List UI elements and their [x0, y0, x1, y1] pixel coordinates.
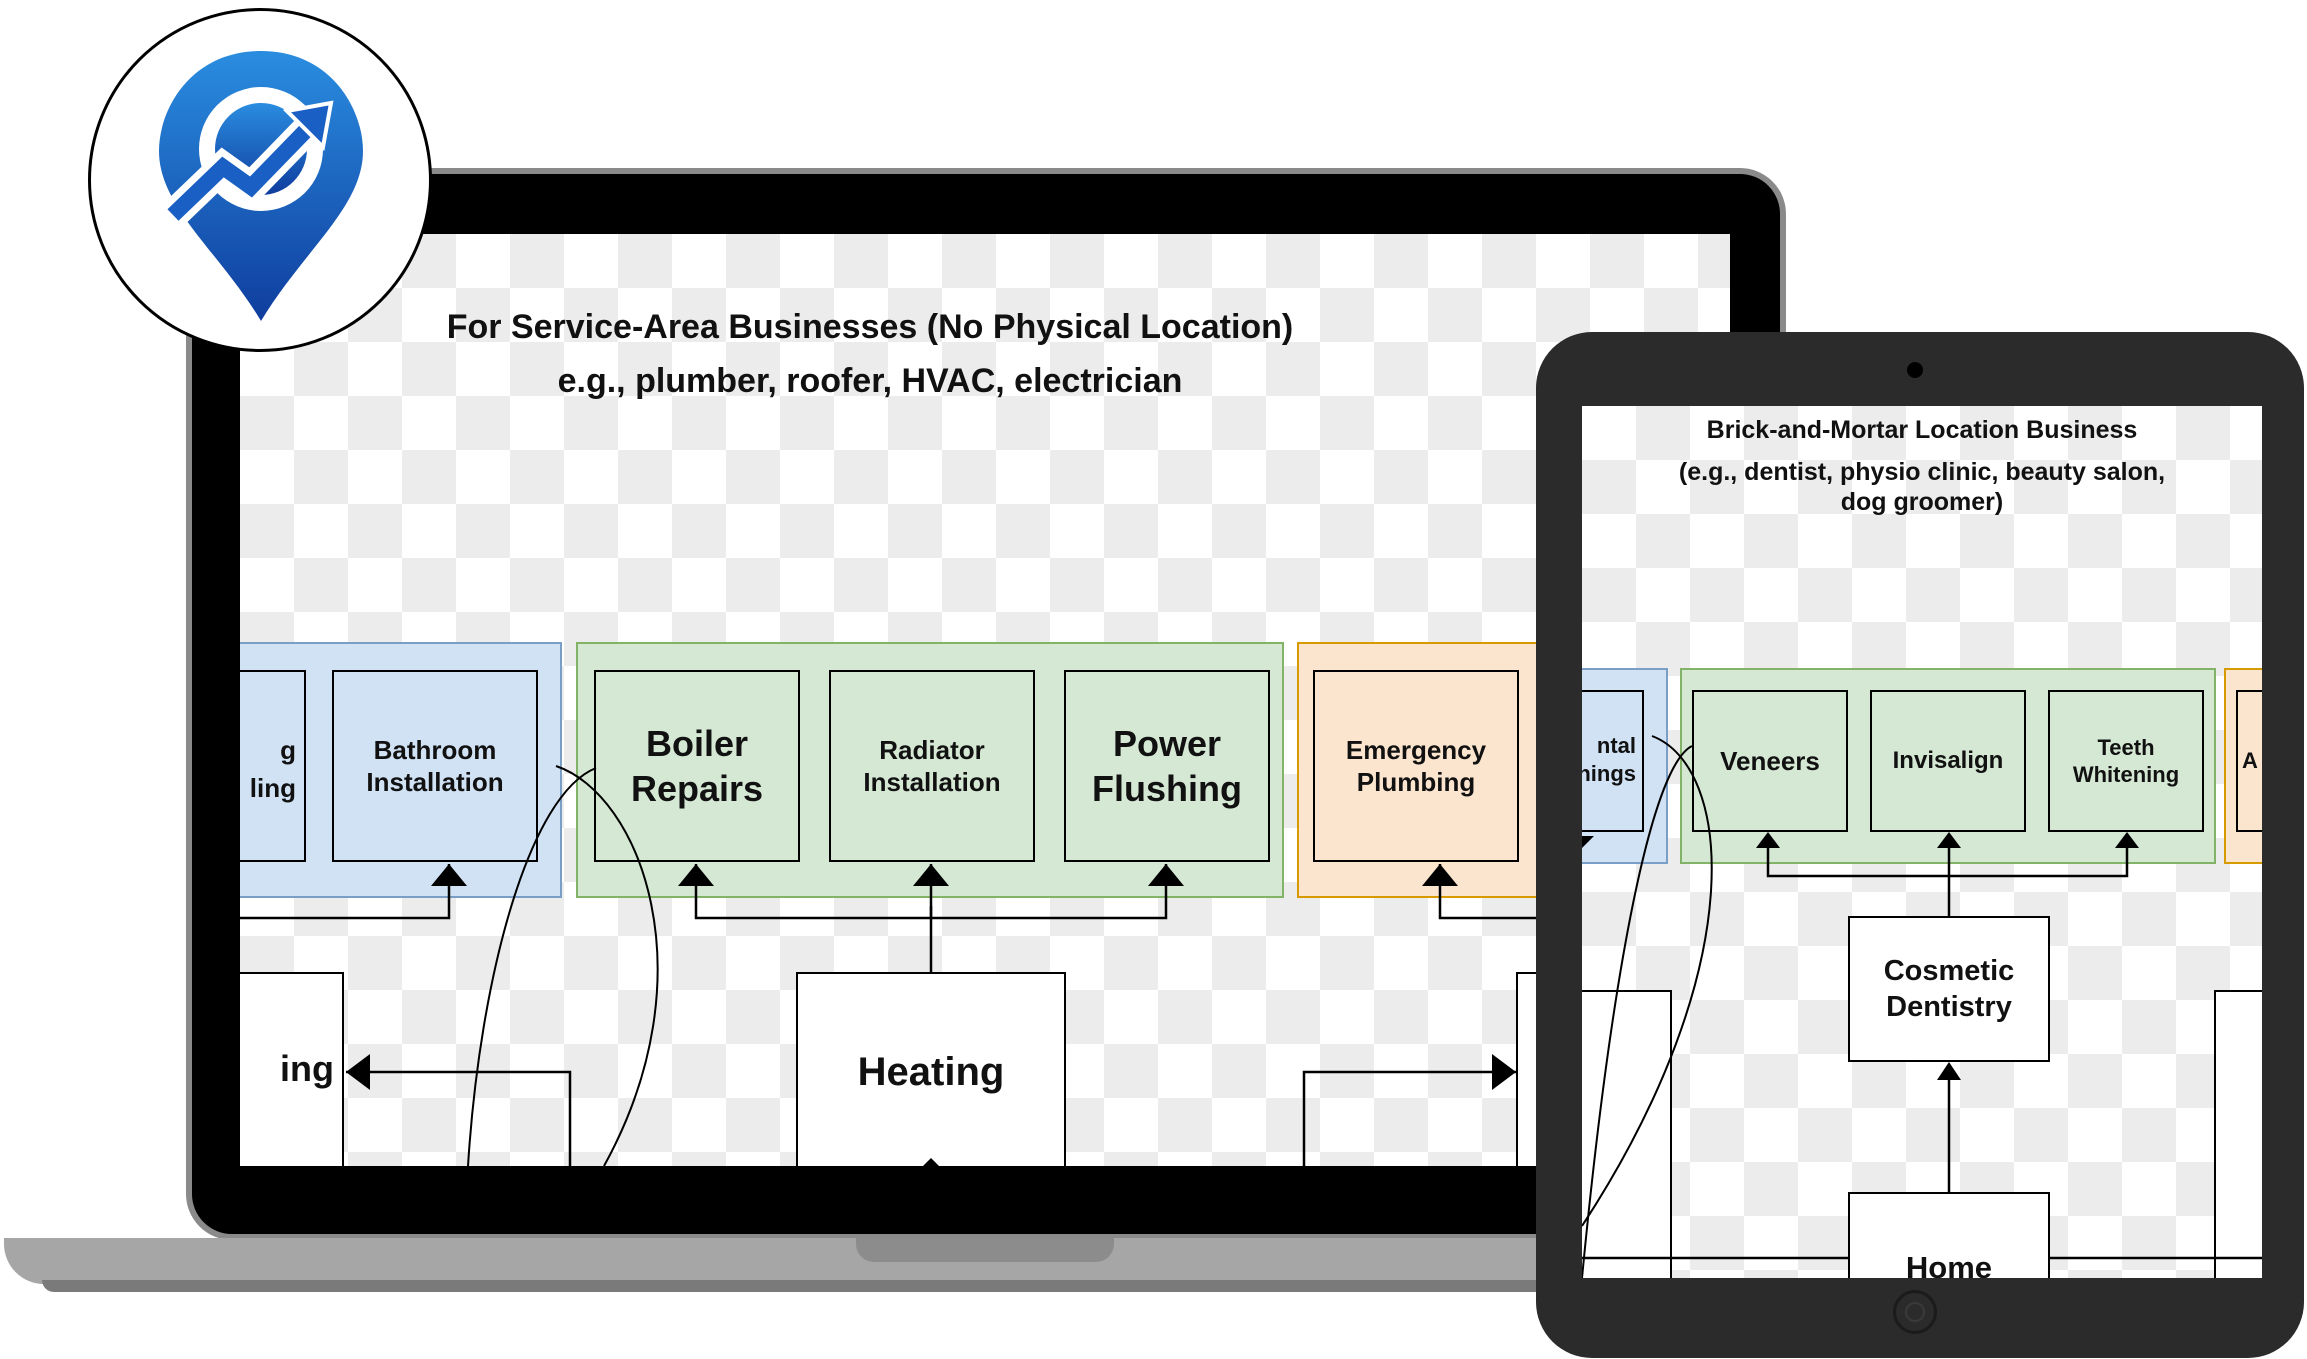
veneers-node[interactable]: Veneers: [1692, 690, 1848, 832]
tablet-partial-service-node[interactable]: ntal nings: [1582, 690, 1644, 832]
laptop-title-line-1: For Service-Area Businesses (No Physical…: [446, 308, 1294, 346]
tablet-title-line-1: Brick-and-Mortar Location Business: [1706, 416, 2138, 444]
brand-logo-badge: [88, 8, 432, 352]
tablet-title-line-3: dog groomer): [1840, 488, 2004, 516]
invisalign-node[interactable]: Invisalign: [1870, 690, 2026, 832]
laptop-connector-lines: [240, 765, 1570, 1166]
tablet-partial-right-node[interactable]: [2214, 990, 2262, 1278]
tablet-partial-orange-node[interactable]: A: [2236, 690, 2262, 832]
partial-service-node[interactable]: g ling: [240, 670, 306, 862]
laptop-base: [4, 1238, 1600, 1284]
heating-node[interactable]: Heating: [796, 972, 1066, 1166]
laptop-title-line-2: e.g., plumber, roofer, HVAC, electrician: [557, 362, 1183, 400]
partial-left-category-node[interactable]: ing: [240, 972, 344, 1166]
tablet-diagram-screen: Brick-and-Mortar Location Business (e.g.…: [1582, 406, 2262, 1278]
tablet-blue-category-group: ntal nings: [1582, 668, 1668, 864]
laptop-notch: [856, 1238, 1114, 1262]
tablet-orange-category-group: A: [2224, 668, 2262, 864]
tablet-home-button[interactable]: [1893, 1290, 1937, 1334]
laptop-base-shadow: [42, 1280, 1582, 1292]
location-pin-growth-logo-icon: [159, 51, 363, 321]
tablet-connector-lines: [1582, 735, 2262, 1278]
laptop-diagram-screen: For Service-Area Businesses (No Physical…: [240, 234, 1730, 1166]
tablet-camera: [1907, 362, 1923, 378]
tablet-title-line-2: (e.g., dentist, physio clinic, beauty sa…: [1678, 458, 2166, 486]
home-node[interactable]: Home: [1848, 1192, 2050, 1278]
